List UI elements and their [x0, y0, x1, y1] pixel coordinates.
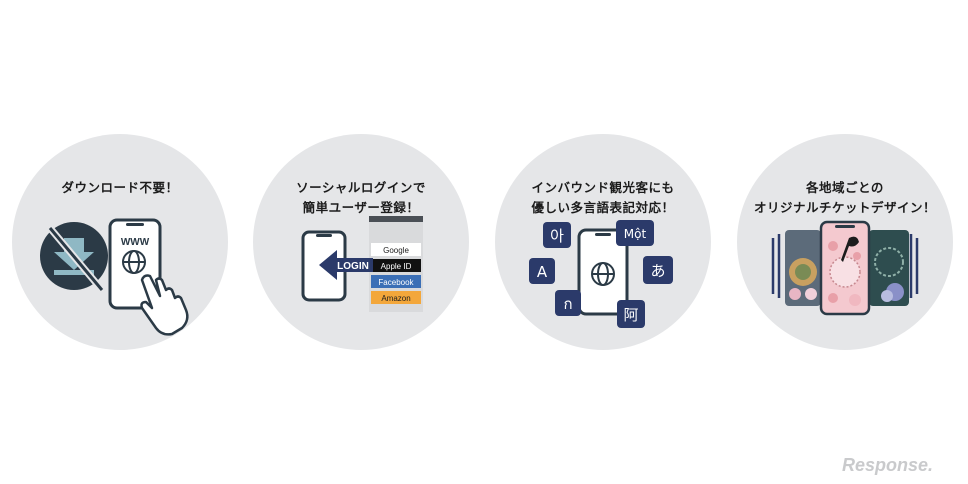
- language-glyph: 아: [550, 227, 564, 245]
- provider-facebook-button[interactable]: Facebook: [371, 275, 421, 288]
- provider-apple-button[interactable]: Apple ID: [371, 259, 421, 272]
- feature-ticket-designs: 各地域ごとの オリジナルチケットデザイン！: [737, 134, 953, 350]
- caption-line: 簡単ユーザー登録！: [302, 200, 420, 215]
- login-label: LOGIN: [337, 261, 369, 272]
- caption-line: オリジナルチケットデザイン！: [753, 200, 936, 215]
- language-tile-korean: 아: [543, 222, 571, 248]
- feature-no-download: ダウンロード不要！ WWW: [12, 134, 228, 350]
- language-glyph: Một: [624, 227, 647, 241]
- no-download-icon: [40, 222, 108, 293]
- language-tile-vietnamese: Một: [616, 220, 654, 246]
- language-glyph: あ: [650, 262, 665, 280]
- feature-social-login: ソーシャルログインで 簡単ユーザー登録！ Google Apple ID Fac…: [253, 134, 469, 350]
- provider-amazon-button[interactable]: Amazon: [371, 291, 421, 304]
- caption-line: 各地域ごとの: [806, 180, 884, 195]
- globe-icon: [591, 262, 615, 286]
- globe-icon: [122, 250, 146, 274]
- motion-lines: [771, 234, 919, 298]
- response-logo-text: Response.: [842, 455, 933, 475]
- feature-caption: ソーシャルログインで 簡単ユーザー登録！: [253, 178, 469, 218]
- provider-label: Amazon: [381, 294, 410, 303]
- ticket-left: [785, 230, 821, 306]
- language-tile-thai: ก: [555, 290, 581, 316]
- ticket-right: [869, 230, 909, 306]
- caption-line: 優しい多言語表記対応！: [531, 200, 675, 215]
- feature-multilingual: インバウンド観光客にも 優しい多言語表記対応！ 아 Một A あ: [495, 134, 711, 350]
- arrow-left-icon: [319, 250, 373, 280]
- feature-illustration: Google Apple ID Facebook Amazon LOGIN: [301, 216, 423, 312]
- ticket-designs-icon: [771, 220, 919, 316]
- language-tile-chinese: 阿: [617, 300, 645, 328]
- language-glyph: 阿: [623, 306, 638, 324]
- provider-google-button[interactable]: Google: [371, 243, 421, 256]
- smartphone-icon: [577, 228, 629, 316]
- feature-illustration: 아 Một A あ ก 阿: [529, 220, 673, 328]
- pointing-hand-icon: [140, 274, 189, 336]
- language-glyph: ก: [563, 295, 572, 313]
- language-tile-japanese: あ: [643, 256, 673, 284]
- provider-label: Apple ID: [381, 262, 412, 271]
- response-logo: Response.: [842, 455, 933, 475]
- phone-url-text: WWW: [121, 237, 150, 248]
- caption-line: ソーシャルログインで: [296, 180, 426, 195]
- ticket-center: [819, 220, 871, 316]
- caption-line: ダウンロード不要！: [61, 180, 179, 195]
- caption-line: インバウンド観光客にも: [531, 180, 675, 195]
- feature-caption: 各地域ごとの オリジナルチケットデザイン！: [737, 178, 953, 218]
- feature-caption: ダウンロード不要！: [12, 178, 228, 198]
- provider-label: Google: [383, 246, 409, 255]
- feature-illustration: WWW: [40, 218, 189, 336]
- language-tile-english: A: [529, 258, 555, 284]
- provider-label: Facebook: [378, 278, 414, 287]
- feature-caption: インバウンド観光客にも 優しい多言語表記対応！: [495, 178, 711, 218]
- language-glyph: A: [537, 263, 548, 281]
